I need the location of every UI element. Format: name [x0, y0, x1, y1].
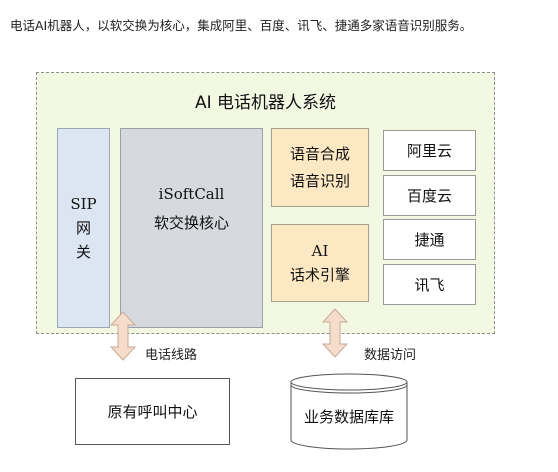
vendor-jietong: 捷通: [383, 219, 476, 260]
engine-ai-label: AI: [311, 242, 329, 260]
sip-label-line3: 关: [75, 243, 91, 261]
phone-line-arrow-icon: [110, 311, 136, 361]
ai-script-engine-box: AI 话术引擎: [271, 224, 369, 302]
vendor-baiduyun: 百度云: [383, 175, 476, 216]
vendor-aliyun: 阿里云: [383, 130, 476, 171]
legacy-call-center-box: 原有呼叫中心: [75, 378, 230, 445]
speech-synthesis-recognition-box: 语音合成 语音识别: [271, 128, 369, 207]
data-access-arrow-icon: [322, 308, 348, 358]
speech-synthesis-label: 语音合成: [289, 145, 350, 164]
vendor-xunfei: 讯飞: [383, 264, 476, 305]
engine-name-label: 话术引擎: [289, 266, 350, 284]
softswitch-core-box: iSoftCall 软交换核心: [120, 128, 263, 328]
business-database-label: 业务数据库库: [303, 408, 394, 426]
sip-label-line2: 网: [75, 219, 91, 237]
data-access-label: 数据访问: [364, 348, 417, 363]
sip-label: SIP: [70, 195, 97, 213]
core-product-name: iSoftCall: [158, 185, 225, 203]
phone-line-label: 电话线路: [145, 348, 198, 363]
intro-text: 电话AI机器人，以软交换为核心，集成阿里、百度、讯飞、捷通多家语音识别服务。: [10, 18, 473, 33]
system-title: AI 电话机器人系统: [194, 93, 337, 113]
sip-gateway-box: SIP 网 关: [57, 128, 110, 328]
database-cylinder-icon: [290, 373, 408, 450]
core-description: 软交换核心: [153, 214, 229, 232]
speech-recognition-label: 语音识别: [289, 171, 350, 190]
